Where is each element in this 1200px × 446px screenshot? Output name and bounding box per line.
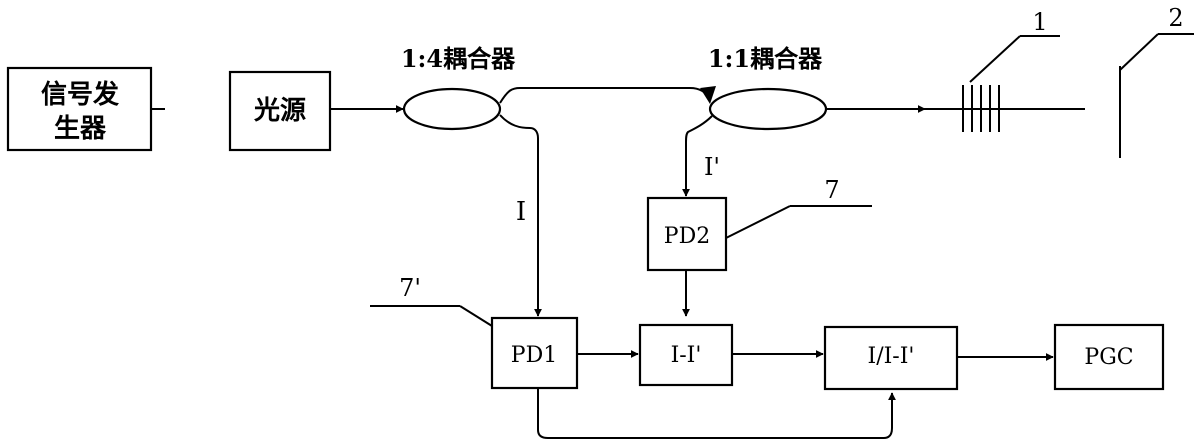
signal-generator-label-line2: 生器 — [54, 114, 107, 144]
callout-7-leader — [725, 205, 791, 239]
callout-label-7: 7 — [824, 176, 839, 204]
pgc-label: PGC — [1084, 345, 1133, 370]
pd2-block: PD2 — [646, 196, 728, 272]
callout-label-2: 2 — [1168, 4, 1183, 32]
subtract-label: I-I' — [671, 343, 702, 368]
signal-i-label: I — [516, 197, 526, 227]
coupler-1-1: 1:1耦合器 — [708, 44, 828, 131]
coupler-junction-arrowhead — [700, 86, 716, 104]
callout-label-7-prime: 7' — [399, 274, 421, 302]
coupler-1-4: 1:4耦合器 — [401, 44, 516, 131]
signal-i-prime-label: I' — [704, 153, 720, 181]
callout-7-prime-leader — [459, 305, 493, 327]
pgc-block: PGC — [1053, 323, 1165, 391]
pd1-label: PD1 — [511, 343, 557, 368]
callout-label-1: 1 — [1032, 8, 1047, 36]
coupler-1-1-label: 1:1耦合器 — [708, 44, 823, 73]
fiber-coupler-to-coupler — [499, 87, 711, 104]
light-source-label: 光源 — [253, 96, 306, 126]
signal-generator-block: 信号发 生器 — [6, 66, 153, 152]
signal-generator-label-line1: 信号发 — [41, 79, 119, 110]
divide-block: I/I-I' — [823, 325, 959, 391]
pd1-block: PD1 — [490, 316, 579, 390]
coupler-1-4-label: 1:4耦合器 — [401, 44, 516, 73]
divide-label: I/I-I' — [868, 344, 915, 369]
pd2-label: PD2 — [664, 224, 710, 249]
light-source-block: 光源 — [228, 70, 332, 152]
fiber-tap-to-pd1-curve — [499, 114, 539, 139]
callout-2-leader — [1119, 33, 1159, 71]
callout-1-leader — [969, 35, 1021, 83]
fiber-tap-to-pd2-curve — [685, 115, 713, 143]
fiber-grating-1 — [962, 85, 1000, 132]
pd1-to-divide-feedback-arrow — [537, 388, 896, 439]
subtract-block: I-I' — [638, 323, 734, 387]
